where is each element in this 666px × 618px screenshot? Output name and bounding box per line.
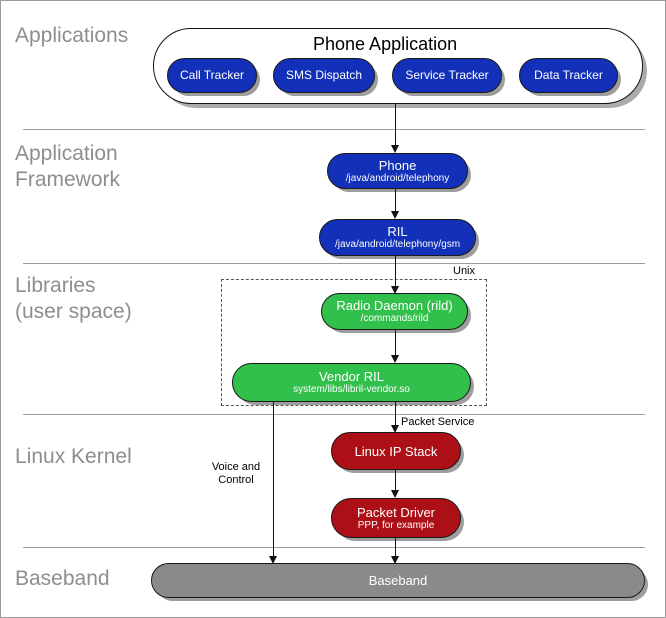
layer-label-baseband: Baseband bbox=[15, 567, 110, 590]
library-node-vendor-ril-title: Vendor RIL bbox=[318, 369, 385, 384]
connector-ril-to-rild bbox=[395, 256, 396, 288]
unix-boundary-label: Unix bbox=[453, 265, 476, 277]
library-node-radio-daemon[interactable]: Radio Daemon (rild) /commands/rild bbox=[321, 293, 468, 330]
baseband-node-title: Baseband bbox=[368, 573, 428, 588]
divider-libraries-kernel bbox=[23, 414, 645, 415]
app-node-sms-dispatch[interactable]: SMS Dispatch bbox=[273, 58, 375, 93]
divider-applications-framework bbox=[23, 129, 645, 130]
framework-node-ril[interactable]: RIL /java/android/telephony/gsm bbox=[319, 219, 476, 256]
arrowhead-rild-to-vendor-ril bbox=[391, 355, 399, 363]
connector-phone-to-ril bbox=[395, 189, 396, 213]
library-node-radio-daemon-title: Radio Daemon (rild) bbox=[336, 298, 453, 313]
baseband-node[interactable]: Baseband bbox=[151, 563, 645, 598]
divider-kernel-baseband bbox=[23, 547, 645, 548]
arrowhead-phone-to-ril bbox=[391, 211, 399, 219]
library-node-vendor-ril[interactable]: Vendor RIL system/libs/libril-vendor.so bbox=[232, 363, 471, 402]
arrowhead-ril-to-rild bbox=[391, 286, 399, 294]
kernel-node-linux-ip-stack-title: Linux IP Stack bbox=[354, 443, 438, 459]
app-node-data-tracker-label: Data Tracker bbox=[534, 68, 603, 82]
unix-boundary-box bbox=[221, 279, 487, 406]
connector-packet-driver-to-baseband bbox=[395, 538, 396, 560]
connector-rild-to-vendor-ril bbox=[395, 330, 396, 358]
kernel-node-packet-driver[interactable]: Packet Driver PPP, for example bbox=[331, 498, 461, 538]
framework-node-phone-title: Phone bbox=[378, 157, 417, 173]
framework-node-ril-title: RIL bbox=[387, 224, 408, 239]
layer-label-application-framework: Application Framework bbox=[15, 142, 121, 191]
app-node-call-tracker-label: Call Tracker bbox=[179, 68, 244, 82]
arrowhead-vendor-ril-to-ip-stack bbox=[391, 425, 399, 433]
edge-label-packet-service: Packet Service bbox=[401, 416, 475, 428]
connector-ip-stack-to-packet-driver bbox=[395, 470, 396, 493]
layer-label-libraries: Libraries (user space) bbox=[15, 274, 132, 323]
framework-node-ril-path: /java/android/telephony/gsm bbox=[334, 239, 461, 250]
kernel-node-packet-driver-title: Packet Driver bbox=[356, 504, 436, 520]
arrowhead-ip-stack-to-packet-driver bbox=[391, 490, 399, 498]
app-node-data-tracker[interactable]: Data Tracker bbox=[519, 58, 618, 93]
app-node-call-tracker[interactable]: Call Tracker bbox=[167, 58, 257, 93]
library-node-radio-daemon-path: /commands/rild bbox=[360, 313, 429, 324]
connector-apps-to-phone bbox=[395, 104, 396, 147]
arrowhead-apps-to-phone bbox=[391, 145, 399, 153]
connector-vendor-ril-to-ip-stack bbox=[395, 402, 396, 429]
framework-node-phone-path: /java/android/telephony bbox=[345, 172, 450, 184]
phone-application-title: Phone Application bbox=[313, 34, 458, 54]
app-node-service-tracker-label: Service Tracker bbox=[405, 68, 489, 82]
connector-vendor-ril-to-baseband-voice bbox=[273, 402, 274, 560]
framework-node-phone[interactable]: Phone /java/android/telephony bbox=[327, 153, 468, 189]
kernel-node-linux-ip-stack[interactable]: Linux IP Stack bbox=[331, 432, 461, 470]
layer-label-linux-kernel: Linux Kernel bbox=[15, 445, 132, 468]
arrowhead-voice-to-baseband bbox=[269, 556, 277, 564]
arrowhead-packet-driver-to-baseband bbox=[391, 556, 399, 564]
layer-label-applications: Applications bbox=[15, 24, 129, 47]
kernel-node-packet-driver-sub: PPP, for example bbox=[357, 519, 435, 531]
app-node-service-tracker[interactable]: Service Tracker bbox=[392, 58, 502, 93]
app-node-sms-dispatch-label: SMS Dispatch bbox=[285, 68, 363, 82]
divider-framework-libraries bbox=[23, 263, 645, 264]
library-node-vendor-ril-path: system/libs/libril-vendor.so bbox=[293, 384, 410, 395]
edge-label-voice-and-control: Voice and Control bbox=[211, 461, 261, 486]
